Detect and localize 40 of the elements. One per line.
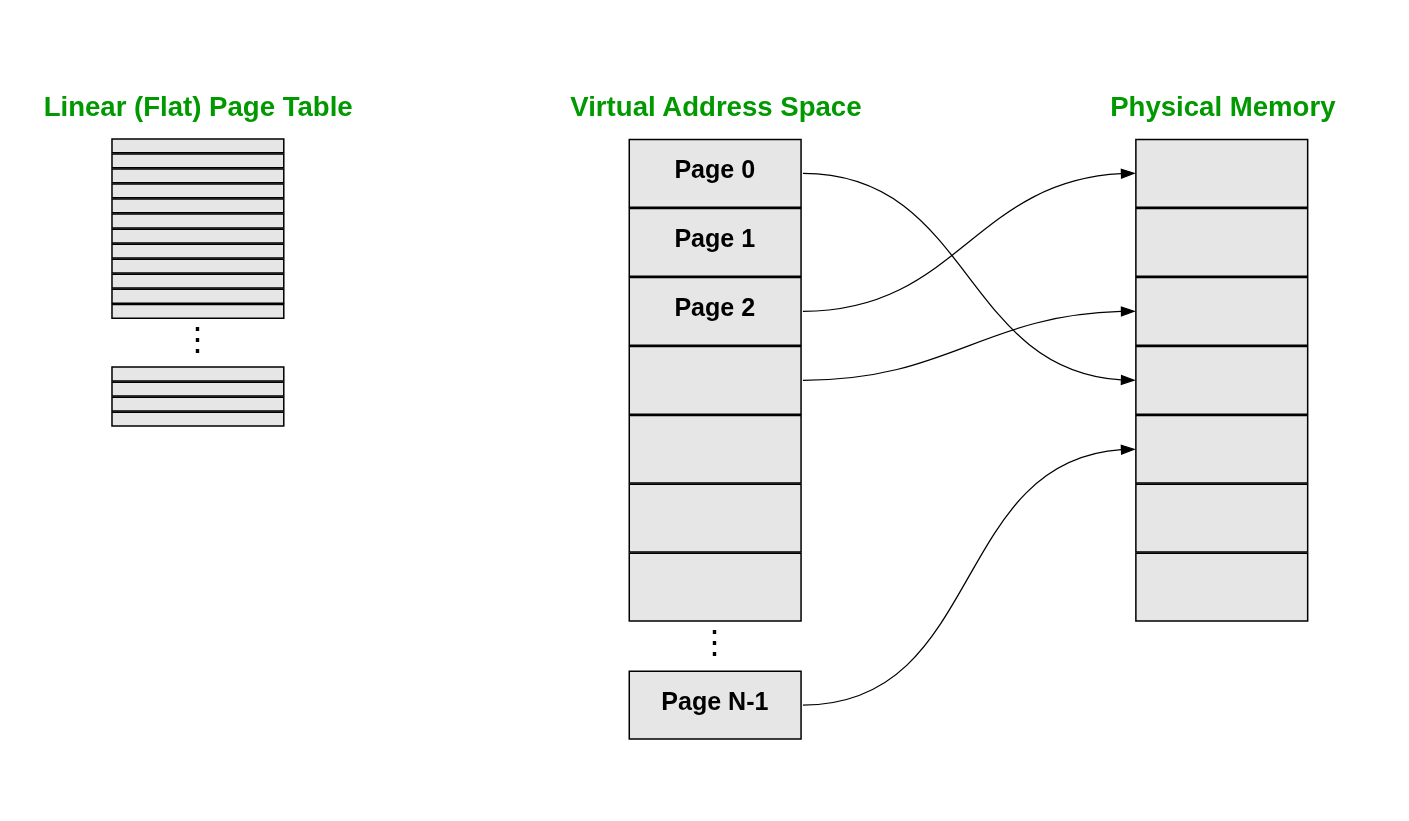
arrow <box>802 167 1136 312</box>
node-box <box>111 380 285 397</box>
node-box <box>111 197 285 214</box>
arrow <box>802 443 1136 706</box>
node-box <box>111 212 285 229</box>
node-box <box>1135 345 1309 415</box>
node-box <box>111 182 285 199</box>
node-box <box>111 288 285 304</box>
node-box <box>628 345 802 415</box>
node-box <box>111 411 285 427</box>
arrow <box>802 305 1136 381</box>
node-box <box>1135 552 1309 622</box>
node-box <box>111 137 285 153</box>
node-box <box>1135 207 1309 277</box>
node-box <box>628 552 802 622</box>
node-box <box>111 273 285 289</box>
node-box <box>628 414 802 484</box>
label: Linear (Flat) Page Table <box>43 90 353 122</box>
label: ⋮ <box>698 623 732 661</box>
arrow <box>802 172 1136 385</box>
node-box <box>111 242 285 259</box>
node-box: Page N-1 <box>628 669 802 740</box>
node-box: Page 0 <box>628 138 802 208</box>
node-box <box>111 395 285 412</box>
node-box <box>1135 276 1309 346</box>
label: Physical Memory <box>1110 90 1336 122</box>
node-box <box>111 258 285 274</box>
node-box <box>1135 414 1309 484</box>
node-box <box>628 483 802 553</box>
node-box <box>111 152 285 168</box>
node-box <box>111 167 285 183</box>
node-box <box>111 227 285 244</box>
node-box <box>1135 483 1309 553</box>
node-box <box>111 365 285 382</box>
label: ⋮ <box>180 320 214 358</box>
node-box: Page 2 <box>628 276 802 346</box>
node-box: Page 1 <box>628 207 802 277</box>
node-box <box>111 303 285 319</box>
node-box <box>1135 138 1309 208</box>
label: Virtual Address Space <box>570 90 862 122</box>
